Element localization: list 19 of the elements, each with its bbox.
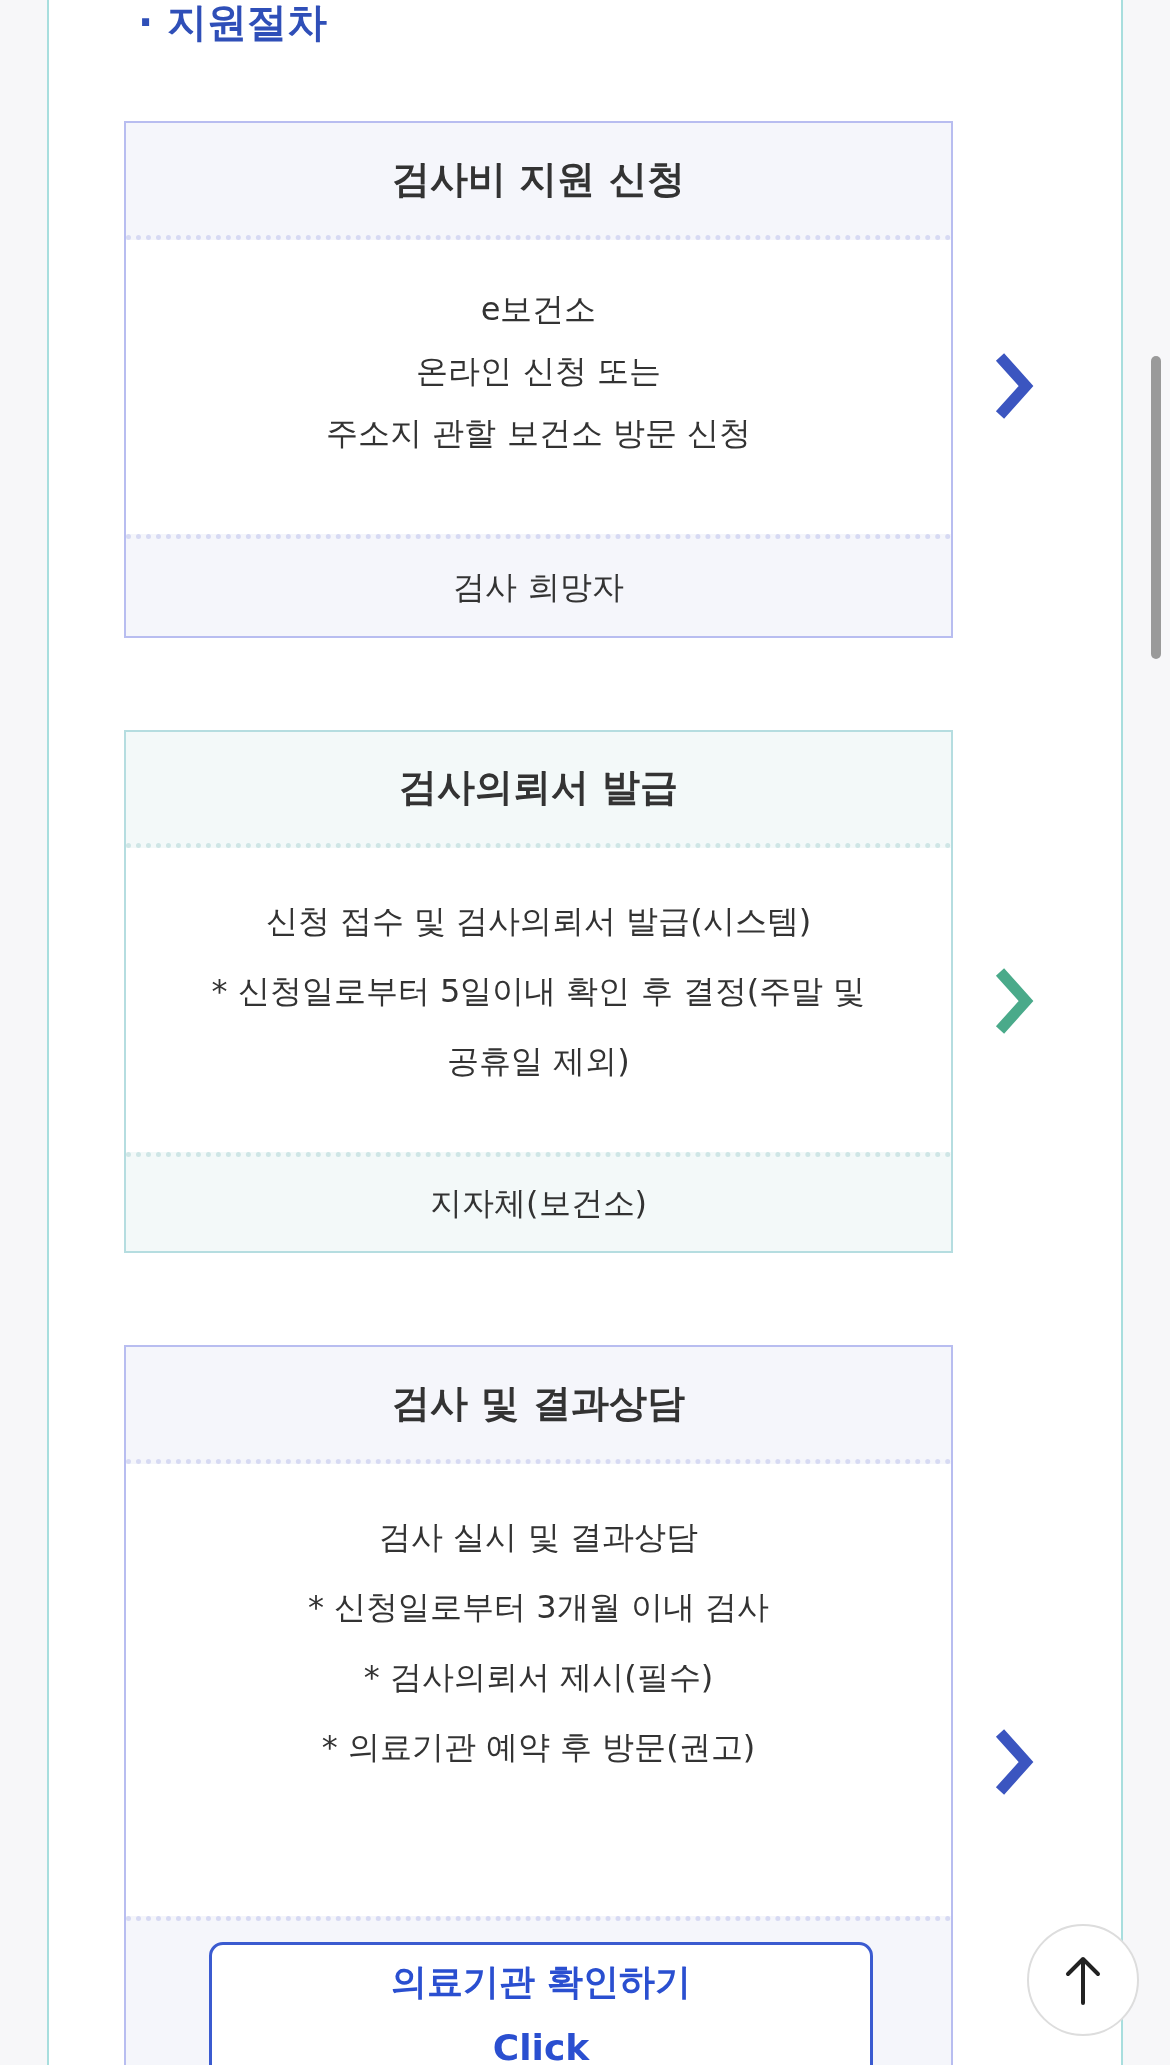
card-text: * 신청일로부터 3개월 이내 검사: [306, 1587, 770, 1628]
card-text: e보건소: [479, 289, 598, 330]
card-footer: 검사 희망자: [126, 534, 951, 636]
card-text: 주소지 관할 보건소 방문 신청: [325, 413, 752, 454]
card-text: * 신청일로부터 5일이내 확인 후 결정(주말 및 공휴일 제외): [210, 971, 867, 1082]
card-text: * 의료기관 예약 후 방문(권고): [320, 1727, 757, 1768]
step-card: [124, 121, 953, 638]
step-card: [124, 1345, 953, 2065]
section-title: · 지원절차: [138, 0, 328, 47]
link-button: 의료기관 확인하기 Click: [209, 1942, 873, 2065]
step-card: [124, 730, 953, 1253]
card-text: * 검사의뢰서 제시(필수): [362, 1657, 715, 1698]
card-footer: 지자체(보건소): [126, 1152, 951, 1251]
card-text: 검사 실시 및 결과상담: [378, 1517, 699, 1558]
card-text: 신청 접수 및 검사의뢰서 발급(시스템): [264, 901, 813, 942]
card-heading: 검사비 지원 신청: [126, 123, 951, 240]
card-text: 온라인 신청 또는: [415, 351, 662, 392]
card-heading: 검사 및 결과상담: [126, 1347, 951, 1464]
card-heading: 검사의뢰서 발급: [126, 732, 951, 848]
